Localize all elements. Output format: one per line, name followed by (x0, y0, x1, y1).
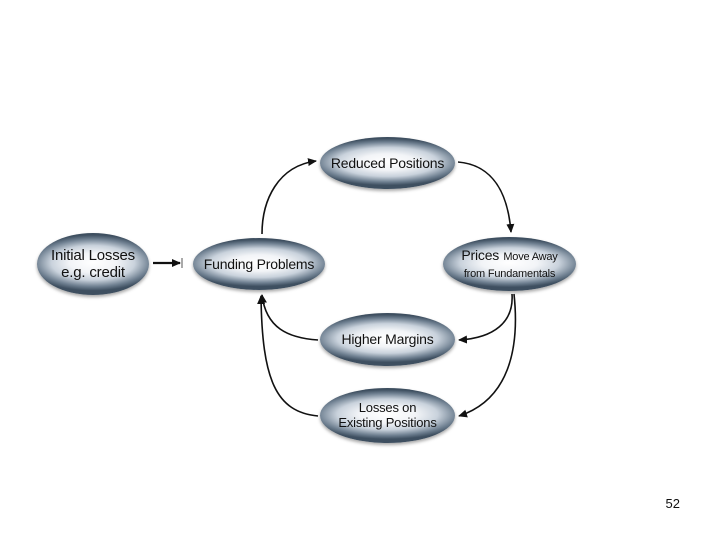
arrow-losses-to-funding (257, 295, 319, 417)
node-funding-problems-label: Funding Problems (203, 255, 315, 272)
node-initial-losses: Initial Losses e.g. credit (37, 233, 149, 295)
node-initial-losses-line1: Initial Losses (51, 246, 135, 264)
arrow-reduced-to-prices (457, 161, 515, 233)
node-losses-line1: Losses on (358, 399, 417, 415)
arrow-prices-to-losses (458, 293, 517, 418)
node-reduced-positions: Reduced Positions (320, 137, 455, 189)
node-higher-margins-label: Higher Margins (341, 331, 434, 348)
node-prices-move-away: Prices Move Away from Fundamentals (443, 237, 576, 291)
arrow-prices-to-margins (458, 293, 513, 344)
page-number: 52 (665, 496, 680, 511)
arrow-funding-to-reduced (261, 158, 317, 235)
node-losses-existing-positions: Losses on Existing Positions (320, 388, 455, 443)
node-losses-line2: Existing Positions (338, 414, 437, 430)
node-reduced-positions-label: Reduced Positions (330, 154, 445, 171)
node-prices-main-word: Prices (461, 246, 500, 263)
node-higher-margins: Higher Margins (320, 313, 455, 366)
node-prices-line1: Prices Move Away (461, 247, 557, 265)
node-prices-line2: from Fundamentals (463, 268, 556, 281)
node-funding-problems: Funding Problems (193, 238, 325, 290)
node-prices-rest: Move Away (503, 250, 558, 263)
arrow-margins-to-funding (258, 294, 319, 341)
node-initial-losses-line2: e.g. credit (61, 264, 125, 281)
